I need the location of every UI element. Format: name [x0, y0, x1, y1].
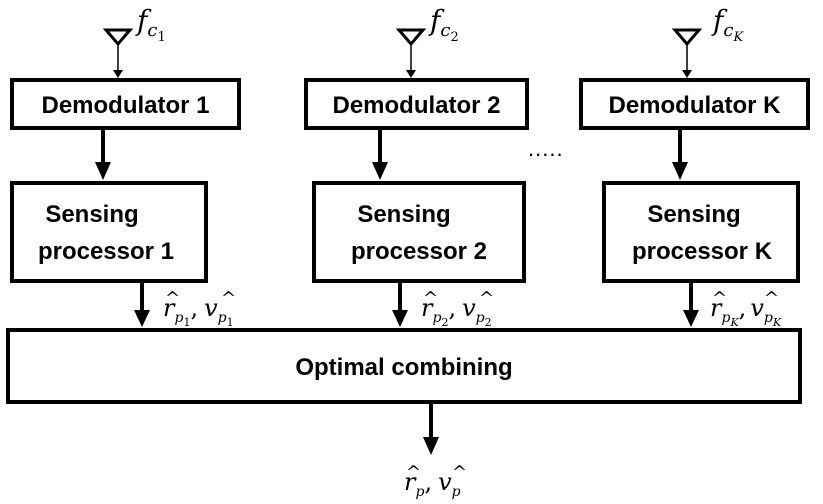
ellipsis: ..... [528, 136, 564, 161]
optimal-combining-block [6, 328, 802, 404]
carrier-frequency-label-2: fc2 [428, 4, 459, 45]
sensing-processor-k-block [602, 181, 800, 283]
sensing-processor-1-block [10, 181, 208, 283]
sensing-processor-2-label-line2: processor 2 [351, 238, 487, 265]
demodulator-1-block [10, 78, 241, 130]
output-estimate-1: rp1,vp1 [163, 294, 234, 329]
demodulator-2-label: Demodulator 2 [332, 92, 500, 119]
antenna-icon [102, 28, 134, 78]
sensing-processor-2-block [312, 181, 526, 283]
hat-v-1: ^ [221, 288, 236, 309]
arrow-down-icon [423, 404, 439, 455]
sensing-processor-1-label-line2: processor 1 [38, 238, 174, 265]
sensing-processor-1-label-line1: Sensing [45, 201, 138, 228]
final-estimate: rp,vp [404, 468, 461, 500]
hat-r-2: ^ [423, 288, 438, 309]
hat-v-final: ^ [452, 462, 467, 483]
branch-k: fcK Demodulator K Sensing processor K rp… [579, 4, 810, 329]
arrow-down-icon [392, 283, 408, 327]
arrow-down-icon [95, 130, 111, 180]
output-estimate-k: rpK,vpK [710, 294, 782, 329]
optimal-combining-label: Optimal combining [295, 354, 512, 381]
demodulator-k-block [579, 78, 810, 130]
arrow-down-icon [372, 130, 388, 180]
branch-2: fc2 Demodulator 2 Sensing processor 2 rp… [304, 4, 529, 329]
output-estimate-2: rp2,vp2 [421, 294, 492, 329]
hat-r-final: ^ [406, 462, 421, 483]
arrow-down-icon [134, 283, 150, 327]
hat-r-k: ^ [712, 288, 727, 309]
hat-v-k: ^ [764, 288, 779, 309]
demodulator-1-label: Demodulator 1 [41, 92, 209, 119]
arrow-down-icon [672, 130, 688, 180]
antenna-icon [671, 28, 703, 78]
hat-v-2: ^ [479, 288, 494, 309]
carrier-frequency-label-1: fc1 [135, 4, 166, 45]
sensing-processor-k-label-line1: Sensing [647, 201, 740, 228]
sensing-processor-2-label-line1: Sensing [357, 201, 450, 228]
hat-r-1: ^ [165, 288, 180, 309]
demodulator-2-block [304, 78, 529, 130]
carrier-frequency-label-k: fcK [711, 4, 744, 45]
arrow-down-icon [683, 283, 699, 327]
branch-1: fc1 Demodulator 1 Sensing processor 1 rp… [10, 4, 241, 329]
demodulator-k-label: Demodulator K [608, 92, 781, 119]
sensing-processor-k-label-line2: processor K [632, 238, 773, 265]
antenna-icon [395, 28, 427, 78]
